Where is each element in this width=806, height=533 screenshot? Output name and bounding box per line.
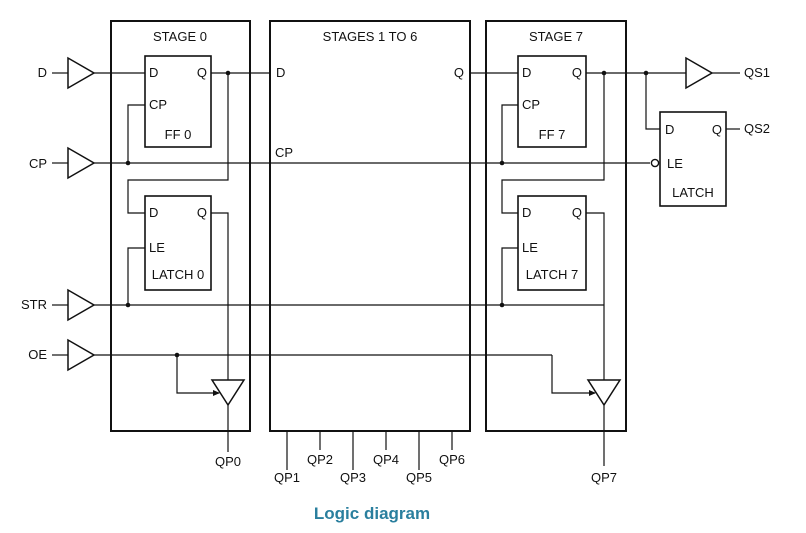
stages-1-to-6-box [269,20,471,432]
stage-7-title: STAGE 7 [529,29,583,44]
output-latch-q-pin: Q [712,122,722,137]
ff0-q-pin: Q [197,65,207,80]
ff0-cp-pin: CP [149,97,167,112]
latch0-d-pin: D [149,205,158,220]
le-inversion-bubble-icon [650,158,660,168]
qp5-label: QP5 [406,470,432,485]
input-str: STR [21,288,96,322]
qp1-label: QP1 [274,470,300,485]
latch7-d-pin: D [522,205,531,220]
ff0-d-pin: D [149,65,158,80]
middle-cp-label: CP [275,145,293,160]
stages-1-to-6-title: STAGES 1 TO 6 [323,29,418,44]
qs2-label: QS2 [744,121,770,136]
input-d: D [38,56,145,90]
qp7-label: QP7 [591,470,617,485]
latch0-q-pin: Q [197,205,207,220]
qp6-label: QP6 [439,452,465,467]
input-cp: CP [29,146,96,180]
latch0-le-pin: LE [149,240,165,255]
latch7-name: LATCH 7 [526,267,579,282]
stage-0-title: STAGE 0 [153,29,207,44]
diagram-caption: Logic diagram [314,504,430,523]
output-latch-name: LATCH [672,185,714,200]
latch0: D Q LE LATCH 0 [144,195,212,291]
ff0: D Q CP FF 0 [144,55,212,148]
qp0-label: QP0 [215,454,241,469]
input-cp-label: CP [29,156,47,171]
input-oe-label: OE [28,347,47,362]
qp3-label: QP3 [340,470,366,485]
latch7-box [517,195,587,291]
latch0-box [144,195,212,291]
ff7: D Q CP FF 7 [517,55,587,148]
ff7-q-pin: Q [572,65,582,80]
stage-7-box [485,20,627,432]
latch7-le-pin: LE [522,240,538,255]
ff0-name: FF 0 [165,127,192,142]
qp0-output-buffer-icon [210,379,246,407]
input-d-buffer-icon [67,56,96,90]
stage-0-box [110,20,251,432]
input-str-label: STR [21,297,47,312]
qp7-output-buffer-icon [586,379,622,407]
input-d-label: D [38,65,47,80]
input-cp-buffer-icon [67,146,96,180]
ff7-d-pin: D [522,65,531,80]
ff0-box [144,55,212,148]
latch7: D Q LE LATCH 7 [517,195,587,291]
output-latch-d-pin: D [665,122,674,137]
qp4-label: QP4 [373,452,399,467]
latch0-name: LATCH 0 [152,267,205,282]
ff7-box [517,55,587,148]
middle-q-pin: Q [454,65,464,80]
output-latch: D Q LE LATCH [659,111,727,207]
latch7-q-pin: Q [572,205,582,220]
qp2-label: QP2 [307,452,333,467]
middle-d-pin: D [276,65,285,80]
qs1-label: QS1 [744,65,770,80]
input-oe-buffer-icon [67,338,96,372]
ff7-name: FF 7 [539,127,566,142]
ff7-cp-pin: CP [522,97,540,112]
output-latch-le-pin: LE [667,156,683,171]
qs1-buffer-icon [685,56,714,90]
input-oe: OE [28,338,96,372]
output-latch-box [659,111,727,207]
input-str-buffer-icon [67,288,96,322]
